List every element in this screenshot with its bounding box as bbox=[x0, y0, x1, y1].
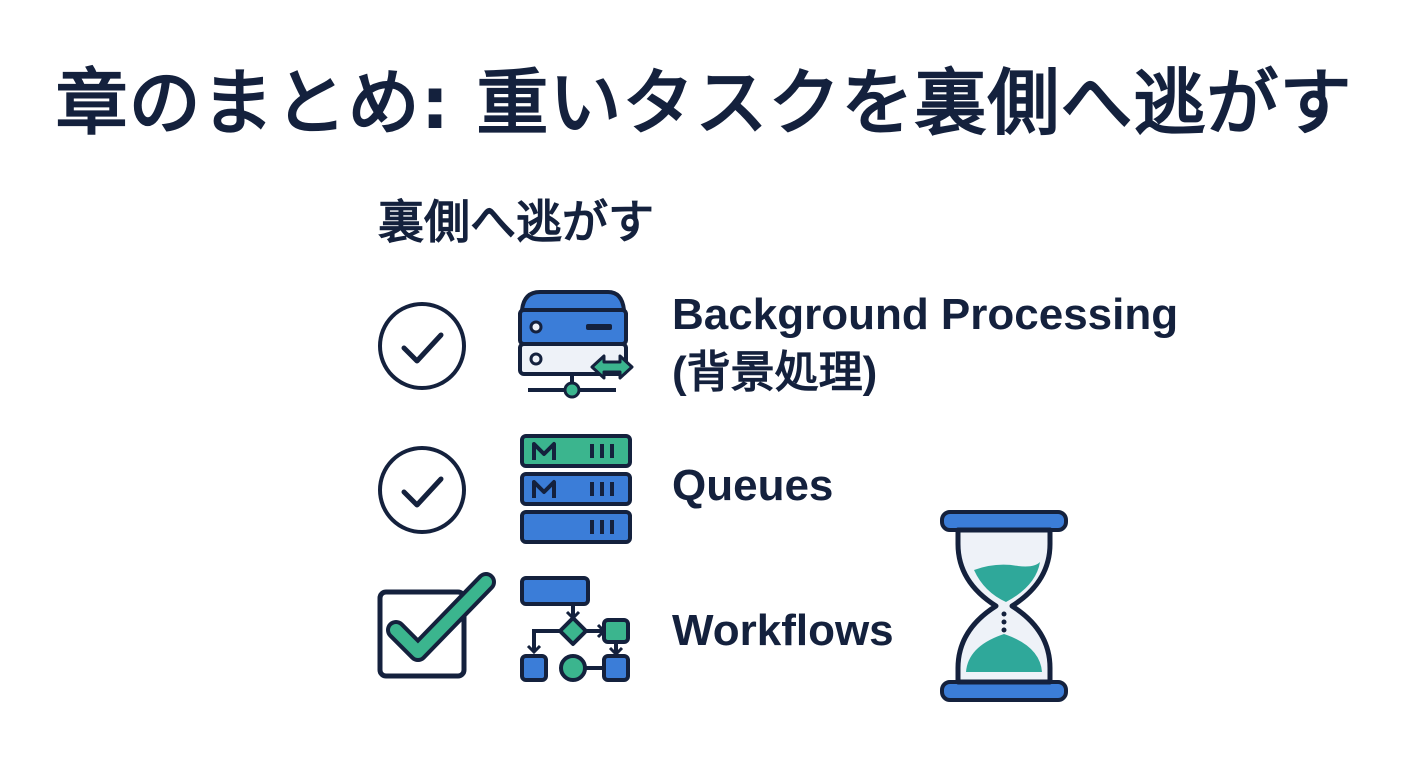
checkbox-checked-icon bbox=[377, 572, 496, 679]
circle-check-icon bbox=[378, 446, 466, 534]
workflow-diagram-icon bbox=[520, 576, 630, 682]
server-transfer-icon bbox=[518, 290, 634, 399]
item-label-line1: Queues bbox=[672, 461, 834, 510]
queue-stack-icon bbox=[520, 434, 632, 544]
item-label: Workflows bbox=[672, 602, 894, 660]
item-label-line1: Workflows bbox=[672, 606, 894, 655]
item-label-line2: (背景処理) bbox=[672, 348, 878, 397]
item-label: Queues bbox=[672, 457, 833, 515]
slide-title: 章のまとめ: 重いタスクを裏側へ逃がす bbox=[55, 61, 1353, 145]
hourglass-icon bbox=[940, 510, 1068, 702]
item-label-line1: Background Processing bbox=[672, 290, 1179, 339]
circle-check-icon bbox=[378, 302, 466, 390]
item-label: Background Processing (背景処理) bbox=[672, 286, 1178, 402]
section-heading: 裏側へ逃がす bbox=[378, 195, 654, 249]
